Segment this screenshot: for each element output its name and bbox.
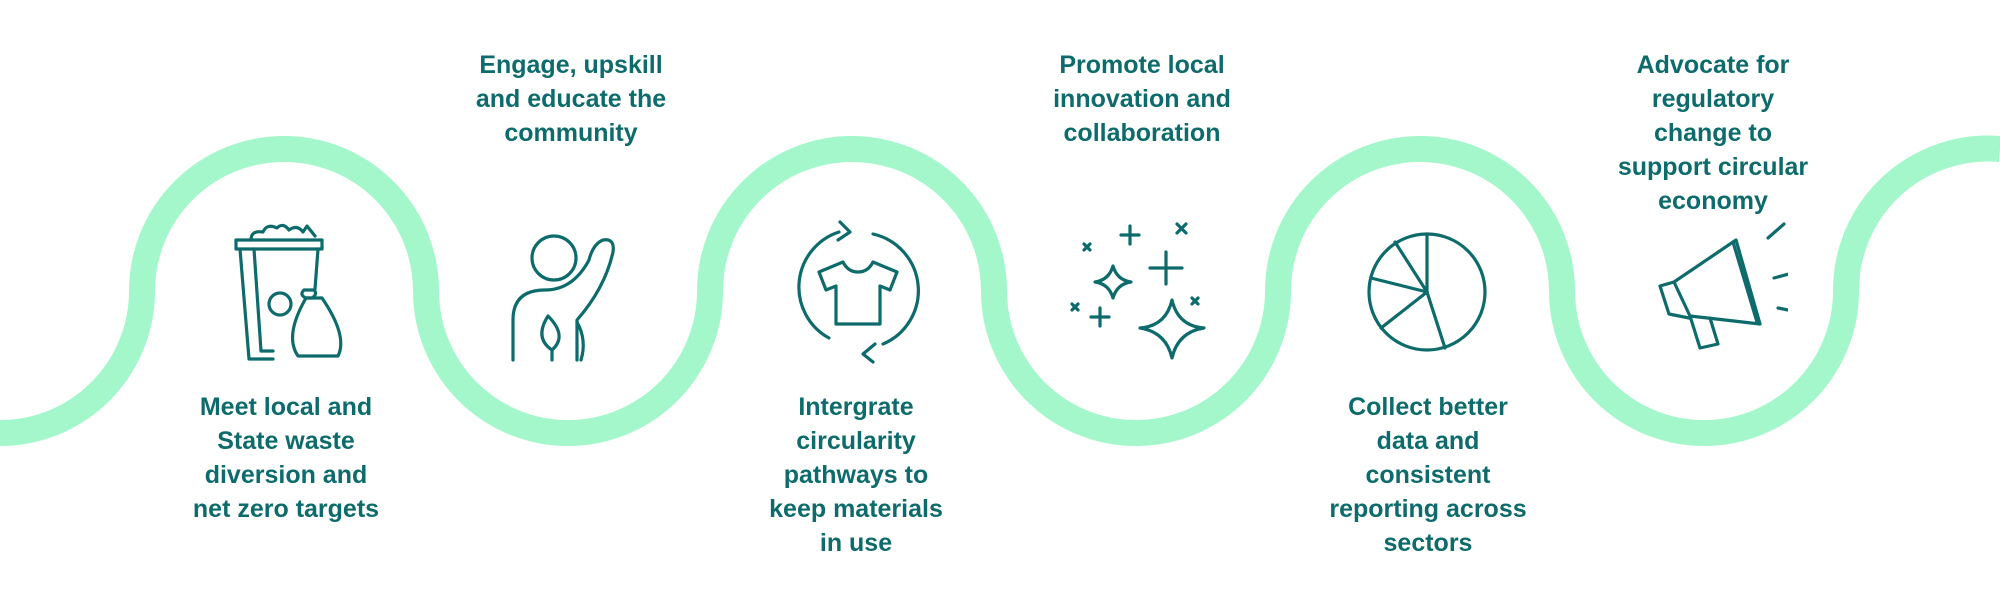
person-raised-hand-icon <box>497 216 647 366</box>
step-label-community: Engage, upskill and educate the communit… <box>475 51 667 147</box>
step-label-targets: Meet local and State waste diversion and… <box>192 393 380 523</box>
step-label-data: Collect better data and consistent repor… <box>1329 393 1527 557</box>
step-label-circularity: Intergrate circularity pathways to keep … <box>769 393 943 557</box>
circular-shirt-icon <box>781 216 931 366</box>
pie-chart-icon <box>1351 216 1501 366</box>
recycling-bin-icon <box>209 216 359 366</box>
megaphone-icon <box>1638 216 1788 366</box>
step-label-innovation: Promote local innovation and collaborati… <box>1053 51 1231 147</box>
sparkles-icon <box>1068 216 1218 366</box>
step-label-advocacy: Advocate for regulatory change to suppor… <box>1617 51 1809 215</box>
